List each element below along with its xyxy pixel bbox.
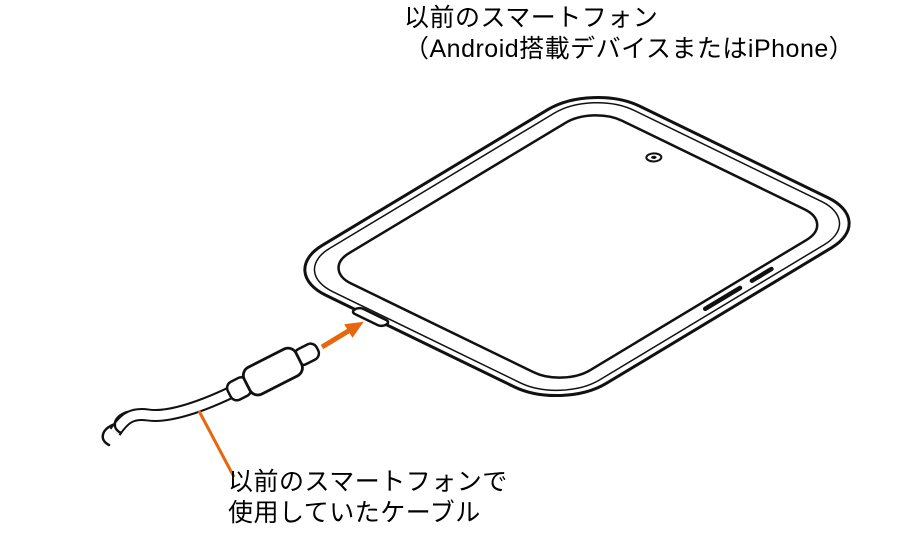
cable-label-line2: 使用していたケーブル (228, 499, 481, 527)
phone-edge-inner-line (291, 90, 863, 403)
front-camera-lens-dot (651, 155, 657, 159)
power-button-mark (752, 269, 772, 281)
cable-break-mark (113, 410, 129, 435)
cable-label: 以前のスマートフォンで 使用していたケーブル (228, 467, 508, 529)
volume-button-mark (705, 288, 740, 309)
side-buttons (705, 269, 771, 309)
usb-port (351, 307, 391, 327)
device-label-line2: （Android搭載デバイスまたはiPhone） (404, 35, 855, 63)
device-label-line1: 以前のスマートフォン (404, 4, 659, 32)
connector-body (241, 346, 304, 397)
usb-c-connector (225, 342, 321, 402)
usb-cable-illustration (101, 342, 321, 447)
insertion-arrow (320, 321, 364, 350)
phone-illustration (274, 83, 876, 413)
cable-break-mark (101, 422, 117, 447)
cable-fill (111, 384, 241, 435)
phone-body-outline (278, 83, 876, 410)
phone-screen-outline (322, 106, 834, 386)
cable-label-line1: 以前のスマートフォンで (228, 468, 508, 496)
device-label: 以前のスマートフォン （Android搭載デバイスまたはiPhone） (404, 3, 854, 65)
cable-label-leader-line (197, 410, 236, 478)
